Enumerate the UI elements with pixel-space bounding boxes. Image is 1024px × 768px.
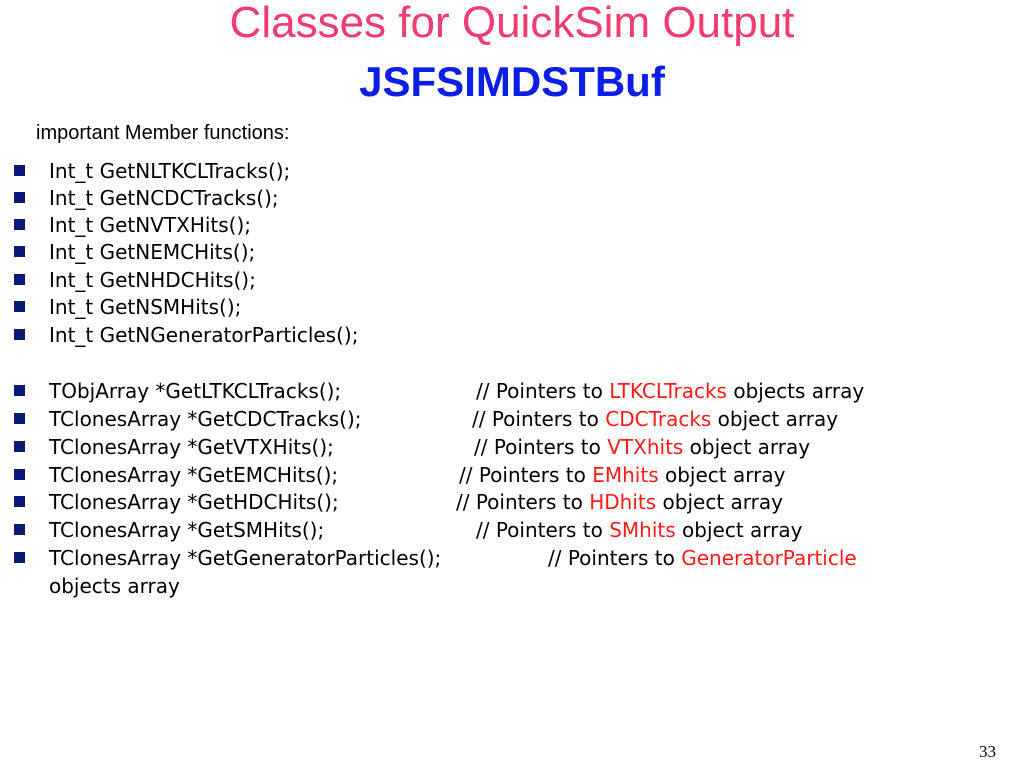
- slide-subtitle: JSFSIMDSTBuf: [359, 58, 665, 105]
- square-bullet-icon: [14, 301, 25, 312]
- bullet-continuation: objects array: [49, 574, 180, 598]
- square-bullet-icon: [14, 219, 25, 230]
- highlight-term: VTXhits: [607, 435, 684, 459]
- square-bullet-icon: [14, 246, 25, 257]
- bullet-comment: // Pointers to CDCTracks object array: [472, 407, 839, 431]
- bullet-text: Int_t GetNEMCHits();: [49, 240, 256, 264]
- square-bullet-icon: [14, 524, 25, 535]
- slide-number: 33: [979, 742, 996, 761]
- highlight-term: CDCTracks: [605, 407, 712, 431]
- bullet-text: Int_t GetNVTXHits();: [49, 213, 252, 237]
- bullet-decl: TClonesArray *GetVTXHits();: [49, 435, 334, 459]
- bullet-comment: // Pointers to VTXhits object array: [474, 435, 811, 459]
- bullet-decl: TClonesArray *GetGeneratorParticles();: [49, 546, 442, 570]
- highlight-term: LTKCLTracks: [609, 379, 727, 403]
- bullet-comment: // Pointers to HDhits object array: [456, 490, 783, 514]
- square-bullet-icon: [14, 413, 25, 424]
- bullet-decl: TClonesArray *GetEMCHits();: [49, 463, 339, 487]
- square-bullet-icon: [14, 441, 25, 452]
- bullet-comment: // Pointers to EMhits object array: [459, 463, 786, 487]
- square-bullet-icon: [14, 165, 25, 176]
- bullet-comment: // Pointers to SMhits object array: [476, 518, 803, 542]
- highlight-term: SMhits: [609, 518, 676, 542]
- bullet-comment: // Pointers to GeneratorParticle: [548, 546, 857, 570]
- bullet-text: Int_t GetNLTKCLTracks();: [49, 159, 291, 183]
- square-bullet-icon: [14, 385, 25, 396]
- highlight-term: GeneratorParticle: [681, 546, 857, 570]
- square-bullet-icon: [14, 469, 25, 480]
- bullet-comment: // Pointers to LTKCLTracks objects array: [476, 379, 865, 403]
- highlight-term: HDhits: [589, 490, 657, 514]
- bullet-decl: TClonesArray *GetSMHits();: [49, 518, 325, 542]
- highlight-term: EMhits: [592, 463, 659, 487]
- square-bullet-icon: [14, 274, 25, 285]
- bullet-text: Int_t GetNHDCHits();: [49, 268, 256, 292]
- square-bullet-icon: [14, 552, 25, 563]
- square-bullet-icon: [14, 192, 25, 203]
- bullet-decl: TClonesArray *GetHDCHits();: [49, 490, 339, 514]
- bullet-text: Int_t GetNSMHits();: [49, 295, 242, 319]
- bullet-text: Int_t GetNGeneratorParticles();: [49, 323, 359, 347]
- square-bullet-icon: [14, 329, 25, 340]
- bullet-text: Int_t GetNCDCTracks();: [49, 186, 279, 210]
- intro-text: important Member functions:: [36, 122, 290, 144]
- bullet-decl: TObjArray *GetLTKCLTracks();: [49, 379, 342, 403]
- bullet-decl: TClonesArray *GetCDCTracks();: [49, 407, 362, 431]
- slide-title: Classes for QuickSim Output: [229, 0, 795, 47]
- square-bullet-icon: [14, 496, 25, 507]
